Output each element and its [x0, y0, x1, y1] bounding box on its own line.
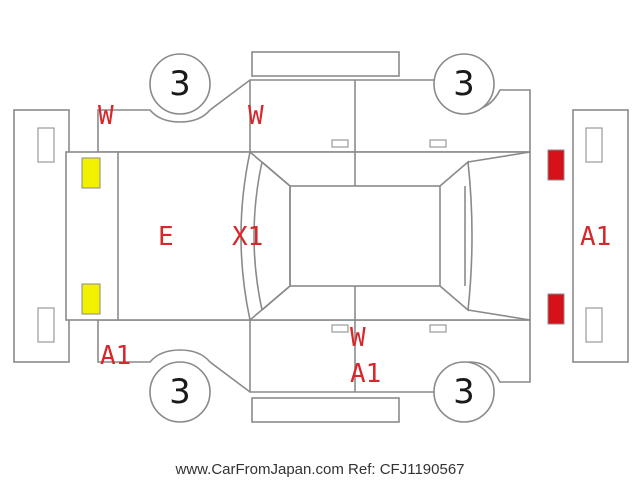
tire-rear-left: 3: [433, 53, 495, 115]
damage-code-rear-door-right-2: A1: [350, 359, 381, 389]
rear-bumper: [572, 109, 629, 363]
taillight-right: [547, 293, 565, 325]
footer-reference-text: www.CarFromJapan.com Ref: CFJ1190567: [175, 461, 465, 478]
headlight-left: [81, 157, 101, 189]
damage-code-front-bumper-corner: A1: [100, 341, 131, 371]
roof-strip-top: [251, 51, 400, 77]
damage-code-front-fender-left: W: [98, 101, 114, 131]
damage-code-rear-door-right: W: [350, 323, 366, 353]
tire-front-right-grade: 3: [169, 372, 191, 412]
tire-rear-left-grade: 3: [453, 64, 475, 104]
damage-code-windshield: X1: [232, 222, 263, 252]
tire-front-left: 3: [149, 53, 211, 115]
damage-code-hood: E: [158, 222, 174, 252]
roof-strip-bottom: [251, 397, 400, 423]
damage-code-rear-bumper: A1: [580, 222, 611, 252]
taillight-left: [547, 149, 565, 181]
tire-front-right: 3: [149, 361, 211, 423]
tire-rear-right-grade: 3: [453, 372, 475, 412]
headlight-right: [81, 283, 101, 315]
tire-front-left-grade: 3: [169, 64, 191, 104]
damage-code-door-front-left: W: [248, 101, 264, 131]
car-body-top-view: [65, 151, 531, 321]
front-bumper: [13, 109, 70, 363]
tire-rear-right: 3: [433, 361, 495, 423]
